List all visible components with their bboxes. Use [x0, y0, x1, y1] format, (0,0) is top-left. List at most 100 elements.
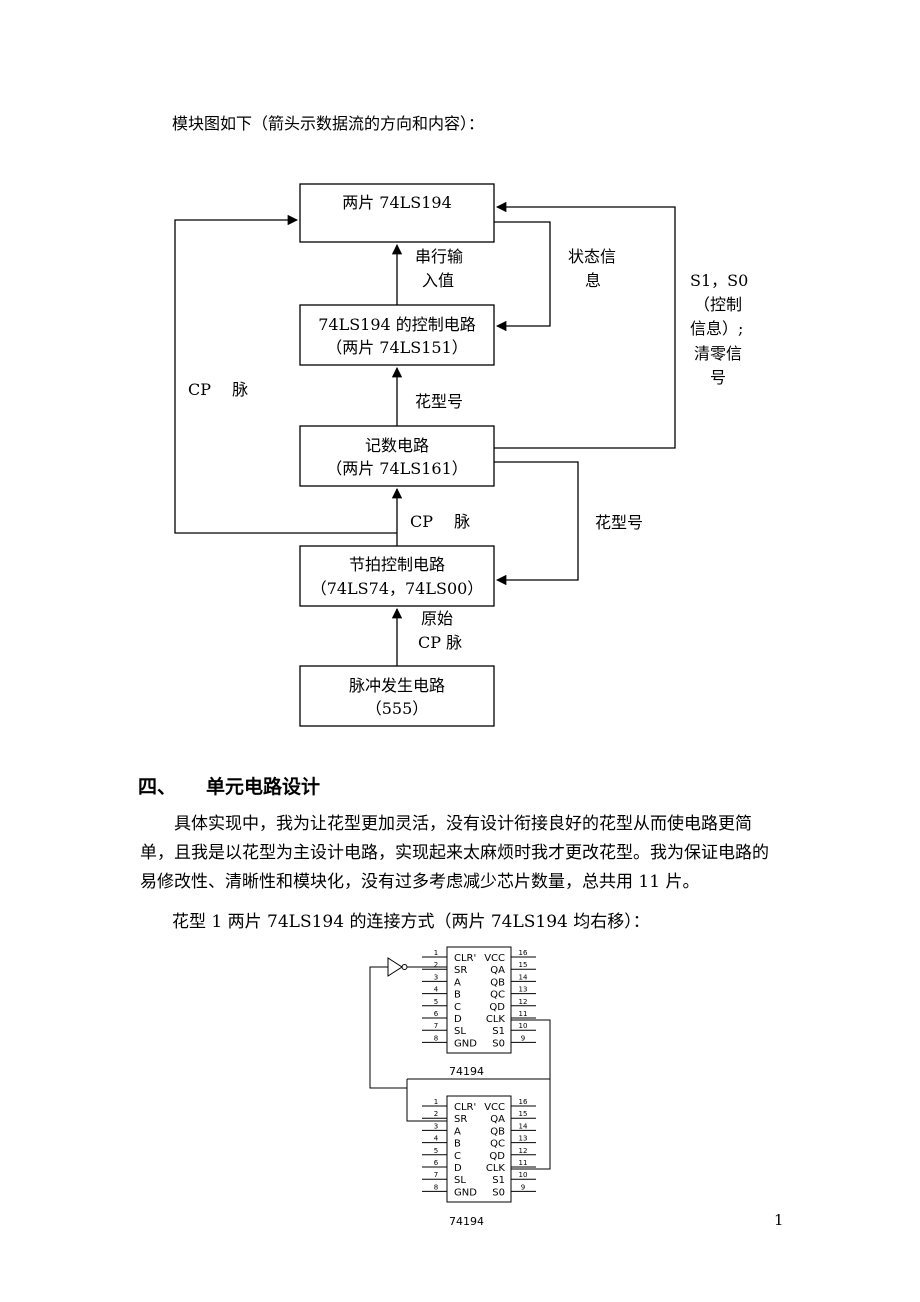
chip-2-right-pin-label: QC	[490, 1139, 505, 1150]
pattern-up-label: 花型号	[415, 392, 464, 411]
chip-2-left-pin-number: 8	[434, 1183, 438, 1191]
chip-1-right-pin-number: 9	[521, 1034, 525, 1042]
block5-label-2: （555）	[365, 699, 429, 718]
block3-label-1: 记数电路	[364, 436, 429, 455]
block1-label: 两片 74LS194	[342, 193, 452, 212]
chip-1-body	[446, 946, 512, 1054]
chip-2-body	[446, 1095, 512, 1203]
chip-2-left-pin-label: SL	[454, 1175, 466, 1186]
chip-2-right-pin-number: 13	[519, 1135, 528, 1143]
s1s0-label-1: S1，S0	[690, 271, 749, 290]
chip-1-right-pin-label: CLK	[486, 1014, 506, 1025]
chip-1-right-pin-label: QA	[490, 965, 505, 976]
raw-cp-label-2: CP 脉	[418, 633, 463, 652]
block-74ls194	[299, 183, 495, 243]
chip-2-right-pin-number: 14	[519, 1122, 528, 1130]
cp-mid-label: CP 脉	[410, 512, 471, 531]
chip-1-left-pin-label: D	[454, 1014, 462, 1025]
chip-1-left-pin-label: B	[454, 990, 461, 1001]
serial-in-label-2: 入值	[422, 271, 455, 290]
chip-1-left-pin-label: CLR'	[454, 953, 476, 964]
chip-2-right-pin-label: QA	[490, 1114, 505, 1125]
chip-2-left-pin-number: 4	[434, 1135, 439, 1143]
chip-1-left-pin-number: 8	[434, 1034, 438, 1042]
chip-2-left-pin-number: 1	[434, 1098, 438, 1106]
section-title: 单元电路设计	[206, 776, 321, 798]
chip-1-left-pin-number: 6	[434, 1010, 439, 1018]
chip-2-left-pin-number: 5	[434, 1147, 438, 1155]
chip-1-left-pin-label: SR	[454, 965, 467, 976]
chip-1-left-pin-number: 1	[434, 949, 438, 957]
s1s0-label-3: 信息）;	[690, 319, 744, 338]
body-paragraph: 具体实现中，我为让花型更加灵活，没有设计衔接良好的花型从而使电路更简单，且我是以…	[140, 814, 769, 892]
chip-1-right-pin-label: QB	[490, 977, 505, 988]
chip-1-right-pin-number: 15	[519, 961, 528, 969]
chip-1-left-pin-label: A	[454, 977, 461, 988]
chip-1-right-pin-label: QD	[489, 1002, 505, 1013]
figure-caption: 花型 1 两片 74LS194 的连接方式（两片 74LS194 均右移）：	[172, 912, 650, 932]
chip-1-left-pin-number: 2	[434, 961, 438, 969]
chip-2-left-pin-label: A	[454, 1126, 461, 1137]
block2-label-2: （两片 74LS151）	[326, 338, 468, 357]
chip-1-right-pin-number: 13	[519, 986, 528, 994]
chip-1-right-pin-number: 10	[519, 1022, 528, 1030]
chip-2-right-pin-number: 12	[519, 1147, 528, 1155]
chip-2-left-pin-number: 2	[434, 1110, 438, 1118]
chip-2-left-pin-label: D	[454, 1163, 462, 1174]
pattern-right-label: 花型号	[595, 513, 644, 532]
chip-1-right-pin-number: 16	[519, 949, 528, 957]
chip-2-label: 74194	[449, 1215, 484, 1228]
wire-feedback	[369, 966, 447, 1122]
block2-label-1: 74LS194 的控制电路	[318, 315, 476, 334]
chip-2-right-pin-number: 10	[519, 1171, 528, 1179]
chip-1-right-pin-number: 14	[519, 973, 528, 981]
chip-2-left-pin-number: 6	[434, 1159, 439, 1167]
arrow-s1s0	[494, 201, 676, 449]
section-number: 四、	[138, 776, 177, 798]
chip-2-left-pin-label: CLR'	[454, 1102, 476, 1113]
chip-1-right-pin-label: S1	[492, 1026, 505, 1037]
cp-left-label: CP 脉	[188, 380, 249, 399]
chip-2-left-pin-label: GND	[454, 1187, 477, 1198]
chip-2-right-pin-number: 16	[519, 1098, 528, 1106]
chip-2-right-pin-label: VCC	[484, 1102, 505, 1113]
s1s0-label-2: （控制	[694, 295, 743, 314]
chip-2-left-pin-label: C	[454, 1151, 461, 1162]
block5-label-1: 脉冲发生电路	[348, 676, 445, 695]
chip-2-left-pin-number: 7	[434, 1171, 438, 1179]
chip-2-right-pin-number: 9	[521, 1183, 525, 1191]
chip-1-left-pin-label: GND	[454, 1038, 477, 1049]
chip-2-right-pin-number: 11	[519, 1159, 528, 1167]
chip-1-right-pin-number: 11	[519, 1010, 528, 1018]
status-label-1: 状态信	[568, 247, 617, 266]
chip-2-right-pin-label: S1	[492, 1175, 505, 1186]
chip-2-left-pin-number: 3	[434, 1122, 438, 1130]
chip-2-right-pin-label: CLK	[486, 1163, 506, 1174]
chip-1-right-pin-label: S0	[492, 1038, 505, 1049]
chip-1-right-pin-number: 12	[519, 998, 528, 1006]
block4-label-1: 节拍控制电路	[348, 555, 445, 574]
chip-1-left-pin-number: 5	[434, 998, 438, 1006]
arrow-cp-loop	[174, 214, 397, 534]
intro-text: 模块图如下（箭头示数据流的方向和内容）：	[172, 114, 485, 133]
arrow-pattern	[494, 461, 579, 586]
chip-1-left-pin-number: 4	[434, 986, 439, 994]
chip-2-left-pin-label: B	[454, 1139, 461, 1150]
chip-2-right-pin-label: QD	[489, 1151, 505, 1162]
arrow-status	[494, 221, 551, 332]
inverter-icon	[387, 957, 403, 977]
chip-1-right-pin-label: VCC	[484, 953, 505, 964]
chip-1-right-pin-label: QC	[490, 990, 505, 1001]
block3-label-2: （两片 74LS161）	[326, 459, 468, 478]
serial-in-label-1: 串行输	[415, 247, 464, 266]
chip-1-left-pin-label: SL	[454, 1026, 466, 1037]
chip-1-label: 74194	[449, 1065, 484, 1078]
chip-1-left-pin-number: 3	[434, 973, 438, 981]
status-label-2: 息	[585, 271, 602, 290]
chip-2-right-pin-label: QB	[490, 1126, 505, 1137]
chip-2-left-pin-label: SR	[454, 1114, 467, 1125]
chip-1-left-pin-number: 7	[434, 1022, 438, 1030]
s1s0-label-5: 号	[710, 368, 727, 387]
